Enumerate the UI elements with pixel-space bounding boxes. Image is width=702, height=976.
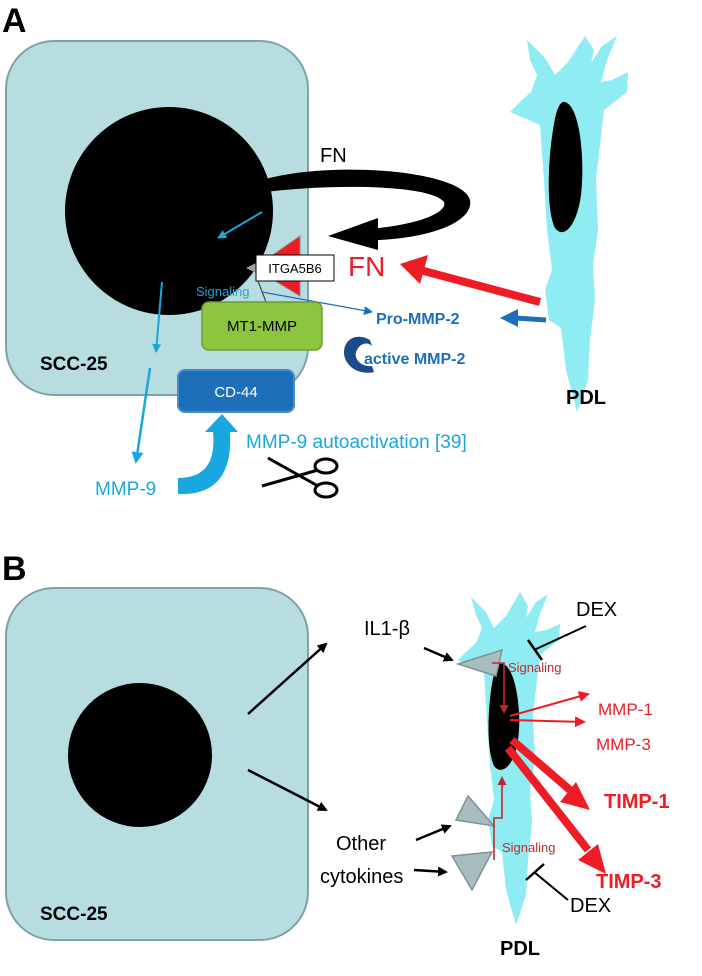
scc25-label-a: SCC-25 xyxy=(40,354,108,375)
panel-a: A SCC-25 PDL FN ITGA5B6 FN Signaling MT1… xyxy=(2,2,628,500)
timp3-label: TIMP-3 xyxy=(596,871,662,893)
scc25-label-b: SCC-25 xyxy=(40,904,108,925)
cytokine-receptor-2 xyxy=(450,851,494,892)
panel-b-label: B xyxy=(2,550,27,588)
dex-bottom-label: DEX xyxy=(570,895,611,917)
mt1-mmp-label: MT1-MMP xyxy=(227,318,297,335)
cytokines-arrow-2 xyxy=(413,866,448,877)
il1b-label: IL1-β xyxy=(364,618,410,640)
fn-big-label: FN xyxy=(348,251,385,282)
signaling-label-a: Signaling xyxy=(196,284,250,299)
cytokines-arrow-1 xyxy=(415,824,452,842)
dex-top-line xyxy=(533,625,587,651)
integrin-pointer xyxy=(246,262,258,274)
timp1-label: TIMP-1 xyxy=(604,791,670,813)
signaling-path-top xyxy=(492,662,509,714)
arrowhead-timp3 xyxy=(578,844,606,874)
pdl-to-pro-mmp2-arrowhead xyxy=(500,309,518,327)
arrowhead-timp1 xyxy=(560,782,590,810)
dex-bottom-bar xyxy=(525,863,545,881)
signaling-label-b-bottom: Signaling xyxy=(502,840,556,855)
dex-bottom-line xyxy=(533,871,569,901)
mmp1-label: MMP-1 xyxy=(598,700,653,719)
dex-top-label: DEX xyxy=(576,599,617,621)
arrow-to-il1b xyxy=(247,642,328,715)
mt1-mmp-box xyxy=(201,301,323,351)
arrow-to-timp1 xyxy=(509,736,573,794)
arrow-to-mmp1 xyxy=(509,691,590,717)
mmp9-autoactivation-label: MMP-9 autoactivation [39] xyxy=(246,432,467,453)
integrin-stem xyxy=(257,280,267,303)
pro-mmp2-label: Pro-MMP-2 xyxy=(376,311,460,328)
arrow-to-timp3 xyxy=(504,745,592,853)
cytokine-receptor-1 xyxy=(454,794,496,828)
dex-top-bar xyxy=(526,639,544,661)
integrin-box xyxy=(255,254,335,282)
nucleus-arrow-down-1 xyxy=(152,281,163,353)
nucleus-arrow-down-2 xyxy=(131,367,152,464)
scissors-icon xyxy=(261,456,339,499)
pdl-label-b: PDL xyxy=(500,938,540,960)
nucleus-a xyxy=(65,107,273,315)
other-cytokines-label-2: cytokines xyxy=(320,866,403,888)
pdl-label-a: PDL xyxy=(566,387,606,409)
pdl-to-fn-arrowhead xyxy=(400,255,428,284)
mmp9-label: MMP-9 xyxy=(95,479,156,500)
pdl-nucleus-a xyxy=(548,101,583,233)
active-mmp2-label: active MMP-2 xyxy=(364,351,465,368)
signaling-label-b-top: Signaling xyxy=(508,660,562,675)
other-cytokines-label-1: Other xyxy=(336,833,386,855)
signaling-path-bottom xyxy=(493,776,507,860)
cd44-box xyxy=(177,369,295,413)
cd44-label: CD-44 xyxy=(214,384,257,401)
fn-loop-label: FN xyxy=(320,145,347,167)
nucleus-arrow-in xyxy=(217,211,263,239)
integrin-label: ITGA5B6 xyxy=(268,261,321,276)
il1b-to-receptor-arrow xyxy=(423,646,454,662)
arrow-to-cytokines xyxy=(247,768,328,812)
activation-curl xyxy=(343,336,374,373)
mmp9-curved-arrow xyxy=(178,414,238,495)
panel-b: B SCC-25 PDL IL1-β Other cytokines Signa… xyxy=(2,550,670,960)
pdl-to-pro-mmp2-arrow xyxy=(514,315,547,323)
mmp3-label: MMP-3 xyxy=(596,735,651,754)
fn-loop-arrow xyxy=(262,169,471,250)
nucleus-b xyxy=(68,683,212,827)
arrow-to-mmp3 xyxy=(509,716,586,728)
pdl-to-fn-arrow xyxy=(418,266,542,306)
panel-a-label: A xyxy=(2,2,27,40)
